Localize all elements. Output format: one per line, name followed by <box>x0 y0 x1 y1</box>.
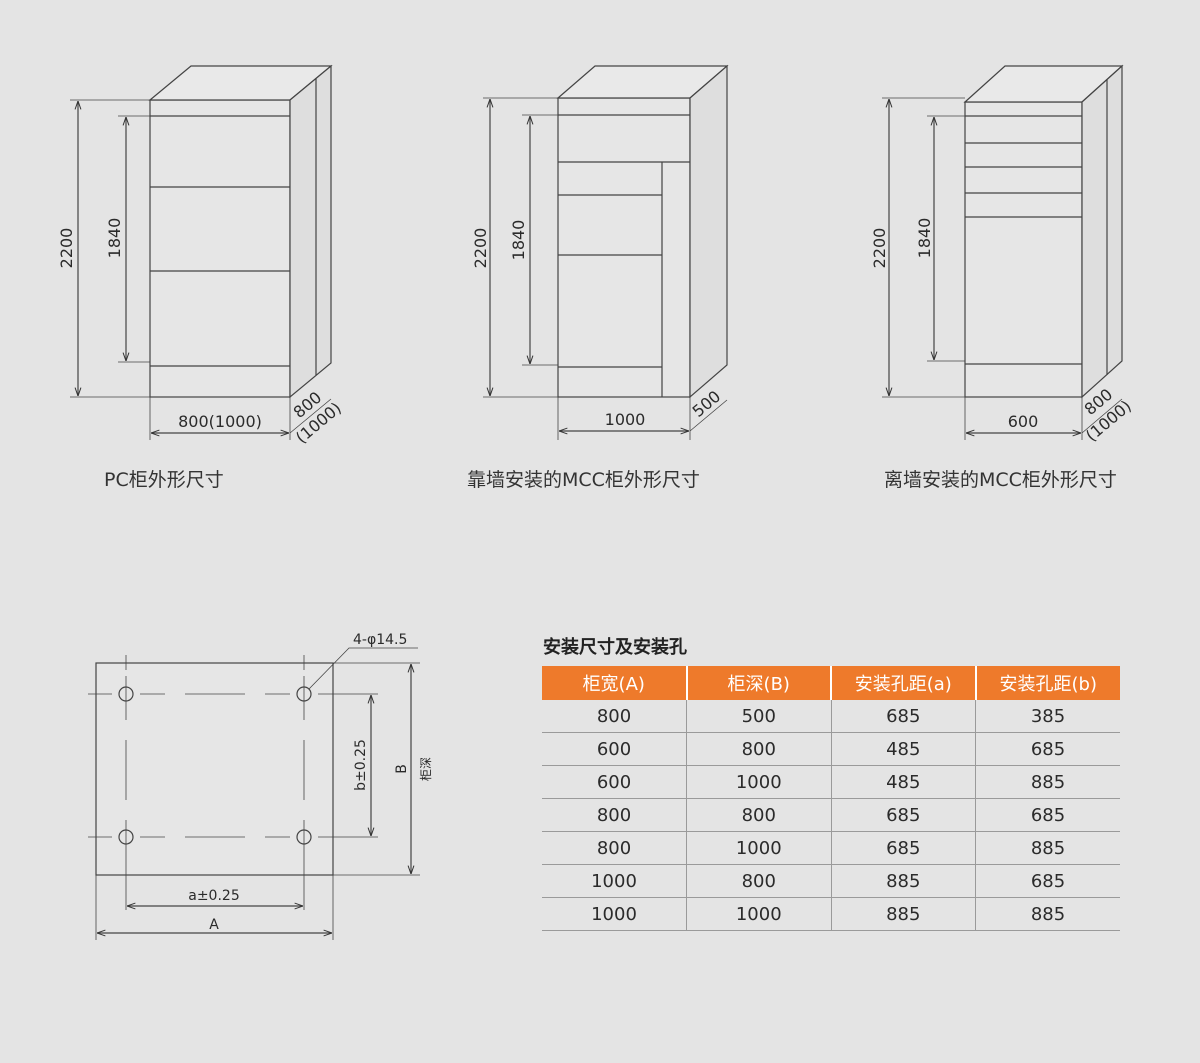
b-tolerance-label: b±0.25 <box>353 739 369 791</box>
hole-leader-line <box>308 647 418 690</box>
table-cell: 800 <box>542 798 687 832</box>
pc-inner-height-label: 1840 <box>105 218 124 259</box>
table-cell: 685 <box>975 798 1120 832</box>
hole-spec-label: 4-φ14.5 <box>353 632 407 648</box>
table-row: 600 800 485 685 <box>542 732 1120 766</box>
table-cell: 685 <box>830 700 976 733</box>
mounting-spec-table: 柜宽(A) 柜深(B) 安装孔距(a) 安装孔距(b) 800 500 685 … <box>542 666 1120 931</box>
table-cell: 800 <box>686 732 831 766</box>
mcc-free-depth-dimension <box>1081 398 1123 434</box>
table-cell: 885 <box>975 831 1120 865</box>
mcc-wall-inner-height-dimension <box>522 114 558 366</box>
table-header-row: 柜宽(A) 柜深(B) 安装孔距(a) 安装孔距(b) <box>542 666 1120 700</box>
mcc-free-height-dimension <box>882 97 965 398</box>
table-title: 安装尺寸及安装孔 <box>543 637 687 658</box>
table-cell: 685 <box>975 732 1120 766</box>
column-header-hole-b: 安装孔距(b) <box>974 666 1120 700</box>
pc-height-label: 2200 <box>57 228 76 269</box>
mcc-wall-cabinet-caption: 靠墙安装的MCC柜外形尺寸 <box>467 469 700 491</box>
table-cell: 885 <box>975 765 1120 799</box>
table-cell: 485 <box>830 732 976 766</box>
table-cell: 600 <box>542 732 687 766</box>
table-cell: 685 <box>975 864 1120 898</box>
mcc-wall-height-dimension <box>483 97 558 398</box>
table-cell: 685 <box>830 798 976 832</box>
table-cell: 1000 <box>686 897 831 931</box>
a-tolerance-label: a±0.25 <box>188 888 239 904</box>
mcc-wall-width-label: 1000 <box>605 410 646 429</box>
mcc-free-inner-height-dimension <box>927 115 965 362</box>
mcc-wall-height-label: 2200 <box>471 228 490 269</box>
table-cell: 685 <box>830 831 976 865</box>
column-header-hole-a: 安装孔距(a) <box>830 666 976 700</box>
table-row: 1000 800 885 685 <box>542 864 1120 898</box>
mcc-wall-depth-dimension <box>689 399 728 432</box>
table-cell: 885 <box>830 897 976 931</box>
table-cell: 500 <box>686 700 831 733</box>
mcc-free-cabinet-caption: 离墙安装的MCC柜外形尺寸 <box>884 469 1117 491</box>
table-cell: 800 <box>542 700 687 733</box>
column-header-depth: 柜深(B) <box>685 666 831 700</box>
table-row: 600 1000 485 885 <box>542 765 1120 799</box>
table-cell: 1000 <box>542 897 687 931</box>
table-row: 800 800 685 685 <box>542 798 1120 832</box>
pc-width-label: 800(1000) <box>178 412 262 431</box>
table-cell: 1000 <box>686 831 831 865</box>
table-cell: 1000 <box>542 864 687 898</box>
table-cell: 800 <box>686 798 831 832</box>
table-cell: 885 <box>975 897 1120 931</box>
mcc-free-width-label: 600 <box>1008 412 1039 431</box>
table-cell: 485 <box>830 765 976 799</box>
table-row: 1000 1000 885 885 <box>542 897 1120 931</box>
pc-cabinet-outline <box>148 64 333 399</box>
mcc-free-cabinet-outline <box>963 64 1124 399</box>
table-cell: 600 <box>542 765 687 799</box>
mcc-wall-inner-height-label: 1840 <box>509 220 528 261</box>
column-header-width: 柜宽(A) <box>542 666 687 700</box>
depth-B-letter: B <box>394 764 410 774</box>
depth-B-dimension <box>333 662 420 876</box>
mcc-wall-width-dimension <box>557 397 691 440</box>
mcc-free-height-label: 2200 <box>870 228 889 269</box>
pc-cabinet-caption: PC柜外形尺寸 <box>104 469 224 491</box>
mcc-wall-cabinet-outline <box>556 64 729 399</box>
table-cell: 885 <box>830 864 976 898</box>
pc-depth-dimension <box>289 398 332 434</box>
table-cell: 800 <box>542 831 687 865</box>
table-cell: 800 <box>686 864 831 898</box>
mounting-hole-markers <box>118 686 312 845</box>
depth-name-label: 柜深 <box>419 757 433 781</box>
table-row: 800 500 685 385 <box>542 700 1120 733</box>
table-cell: 385 <box>975 700 1120 733</box>
pc-height-dimension <box>70 99 150 398</box>
width-A-dimension <box>95 875 334 940</box>
table-cell: 1000 <box>686 765 831 799</box>
pc-inner-height-dimension <box>118 115 150 363</box>
mounting-plan-outline <box>88 655 378 910</box>
table-row: 800 1000 685 885 <box>542 831 1120 865</box>
mcc-free-inner-height-label: 1840 <box>915 218 934 259</box>
width-A-letter: A <box>209 917 219 933</box>
